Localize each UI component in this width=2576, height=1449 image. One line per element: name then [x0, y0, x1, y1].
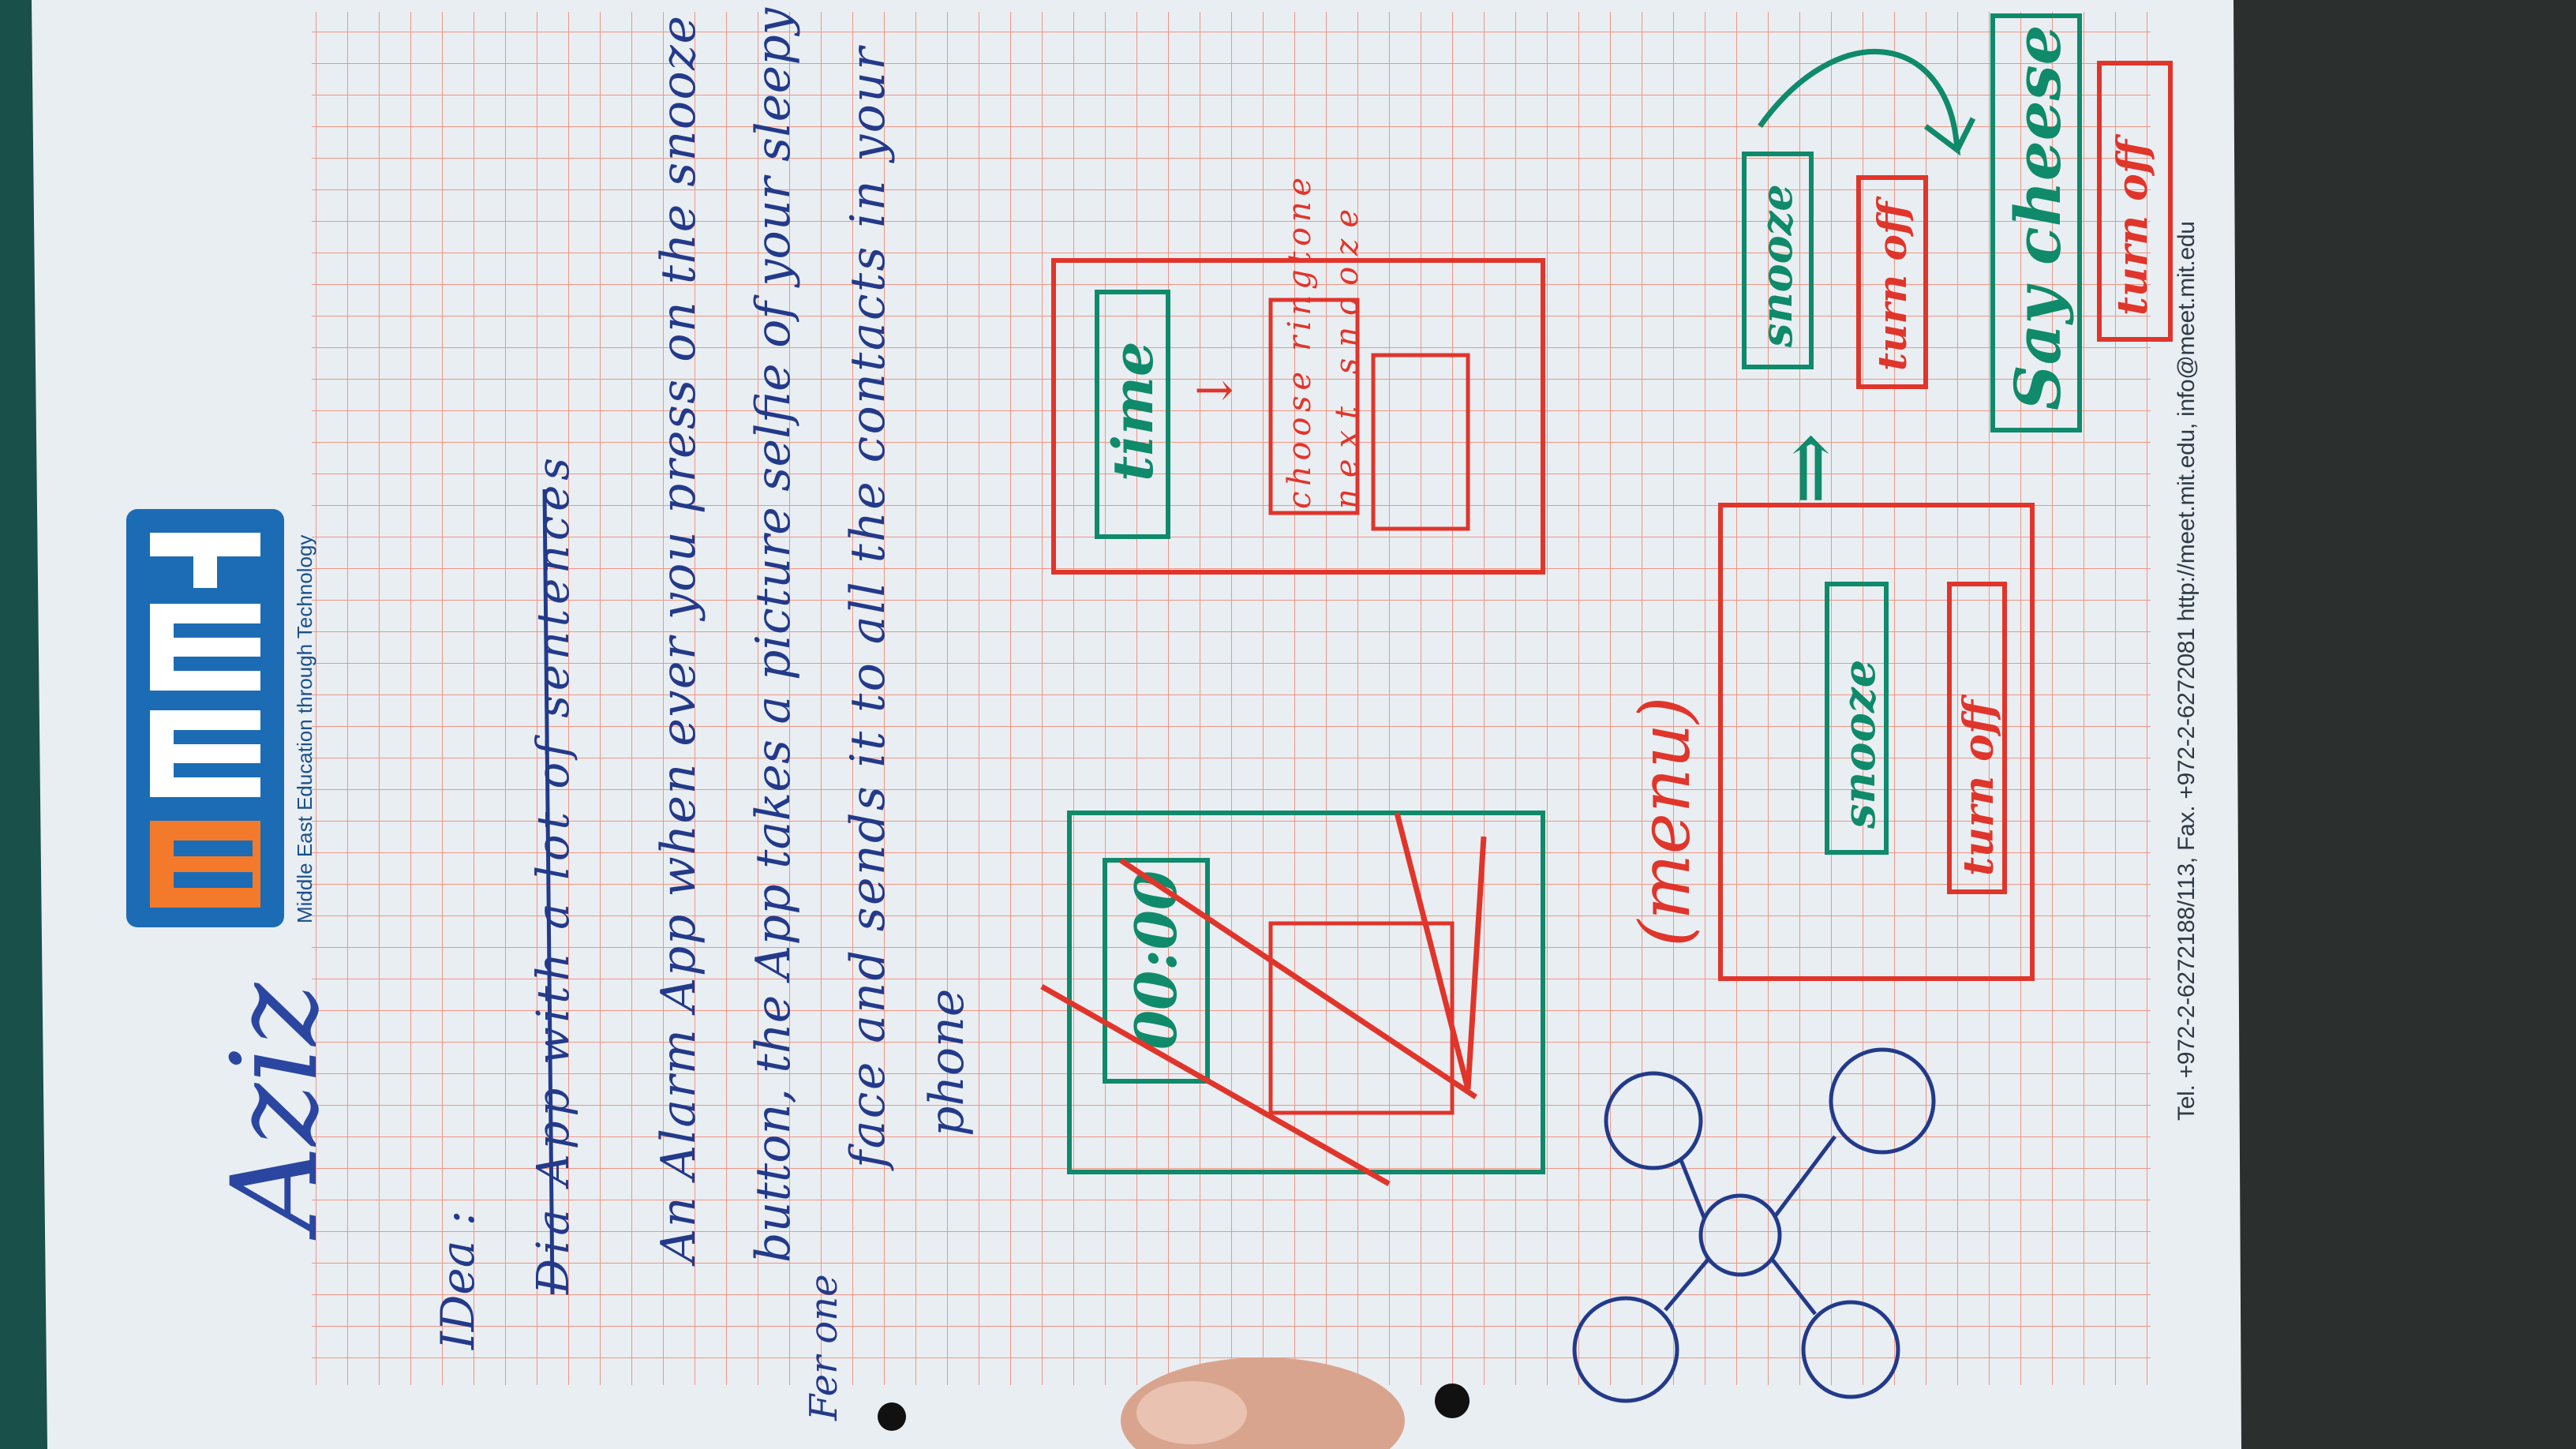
curved-arrow [1758, 48, 1976, 156]
clock-time-box [1103, 858, 1210, 1084]
idea-line-4: phone [919, 989, 975, 1136]
idea-label: IDea : [431, 1211, 485, 1350]
finger-nail [1136, 1381, 1247, 1444]
settings-options-box [1268, 298, 1360, 515]
sketch-clock-screen: 00:00 [1040, 811, 1545, 1187]
camera-turn-off: turn off [2109, 133, 2157, 316]
doodle-circle-left [1604, 1071, 1703, 1170]
camera-turnoff-box [2097, 61, 2173, 342]
alarm-snooze-box [1742, 152, 1814, 369]
alarm-turnoff-box [1856, 175, 1928, 389]
menu-turnoff-box [1947, 582, 2007, 894]
margin-note: Fer one [802, 1274, 846, 1421]
clock-frame [1067, 811, 1545, 1174]
grid-area [312, 12, 2151, 1385]
doodle-circle-bottom-right [1801, 1300, 1900, 1399]
logo-letters [150, 821, 260, 908]
menu-label: (menu) [1624, 696, 1705, 947]
idea-line-2: button, the App takes a picture selfie o… [746, 7, 801, 1263]
settings-arrow: ↓ [1188, 371, 1243, 410]
menu-snooze: snooze [1833, 660, 1885, 829]
meet-logo [126, 509, 284, 927]
struck-line: Dia App with a lot of sentences [528, 458, 579, 1295]
menu-frame [1718, 503, 2035, 981]
alarm-snooze: snooze [1751, 184, 1802, 348]
footer-contact: Tel. +972-2-6272188/113, Fax. +972-2-627… [2174, 221, 2200, 1121]
doodle-circle-bottom-left [1572, 1296, 1679, 1403]
doodle-center-circle [1698, 1193, 1782, 1277]
sketch-camera-screen: Say cheese turn off [1990, 13, 2173, 432]
idea-line-1: An Alarm App when ever you press on the … [651, 16, 706, 1267]
camera-say-cheese: Say cheese [2001, 24, 2075, 410]
alarm-turn-off: turn off [1869, 196, 1915, 371]
signature: Aziz [207, 983, 344, 1241]
idea-line-3: face and sends it to all the contacts in… [841, 45, 896, 1171]
settings-inner-box [1371, 353, 1470, 531]
sketch-settings-screen: time ↓ choose ringtone next snooze [1051, 178, 1545, 575]
punch-hole [1435, 1383, 1470, 1418]
camera-frame [1990, 13, 2082, 432]
settings-ringtone: choose ringtone [1282, 178, 1318, 509]
sketch-menu-screen: (menu) snooze turn off [1624, 503, 2035, 981]
strike-through [542, 489, 555, 1295]
menu-snooze-box [1825, 582, 1889, 855]
network-doodle [1572, 1047, 1936, 1403]
punch-hole-left [878, 1402, 906, 1431]
logo-tagline: Middle East Education through Technology [293, 535, 316, 923]
settings-time-box [1095, 290, 1170, 539]
idea-text: IDea : Dia App with a lot of sentences A… [431, 7, 975, 1421]
settings-next-snooze: next snooze [1329, 209, 1365, 509]
flow-arrow: ⇒ [1758, 432, 1859, 505]
settings-frame [1051, 258, 1545, 575]
clock-crossout [1040, 812, 1487, 1187]
doodle-circle-top [1829, 1047, 1936, 1155]
sketch-alarm-screen: ⇒ snooze turn off [1742, 48, 1976, 505]
menu-turn-off: turn off [1955, 694, 2003, 876]
settings-time-label: time [1100, 341, 1166, 481]
